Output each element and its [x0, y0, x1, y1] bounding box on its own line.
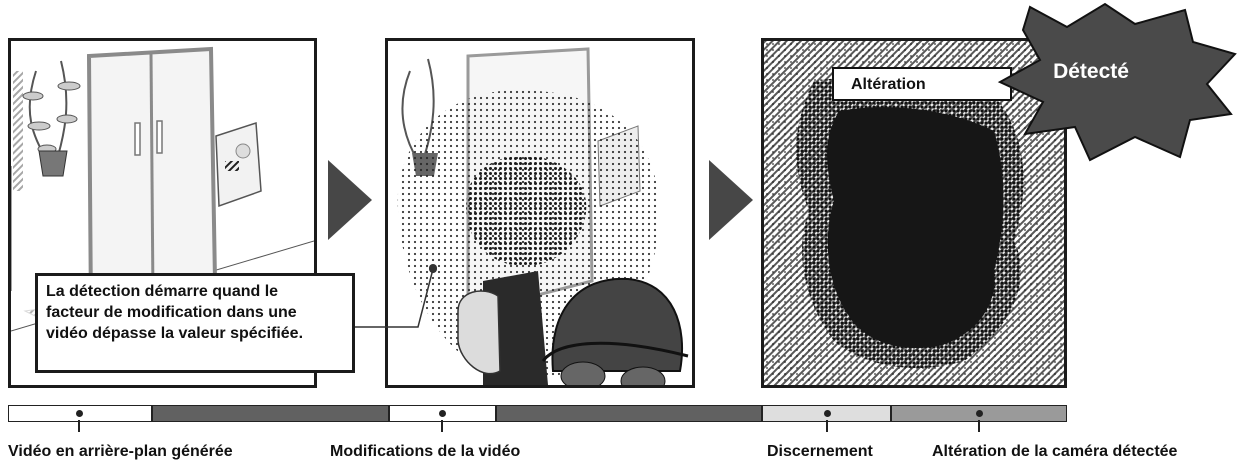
detection-note-line-3: vidéo dépasse la valeur spécifiée. [46, 323, 344, 344]
timeline-label-modification: Modifications de la vidéo [330, 443, 520, 461]
detection-note-line-1: La détection démarre quand le [46, 281, 344, 302]
note-leader-line [355, 260, 440, 340]
timeline-marker-4 [976, 410, 983, 417]
timeline-tick-2 [441, 420, 443, 432]
timeline-label-discernment: Discernement [767, 443, 873, 461]
timeline-segment-gap-1 [152, 405, 389, 422]
detection-note: La détection démarre quand le facteur de… [35, 273, 355, 373]
tampering-tag: Altération [832, 67, 1012, 101]
timeline-label-background: Vidéo en arrière-plan générée [8, 443, 233, 461]
detection-note-line-2: facteur de modification dans une [46, 302, 344, 323]
timeline-label-detected: Altération de la caméra détectée [932, 443, 1177, 461]
timeline-marker-2 [439, 410, 446, 417]
timeline-tick-1 [78, 420, 80, 432]
detected-label: Détecté [1036, 60, 1146, 84]
timeline-marker-3 [824, 410, 831, 417]
next-step-arrow-2 [709, 160, 753, 240]
timeline-tick-4 [978, 420, 980, 432]
tampering-tag-label: Altération [851, 76, 926, 93]
timeline-marker-1 [76, 410, 83, 417]
next-step-arrow [328, 160, 372, 240]
timeline-tick-3 [826, 420, 828, 432]
timeline-segment-gap-2 [496, 405, 762, 422]
